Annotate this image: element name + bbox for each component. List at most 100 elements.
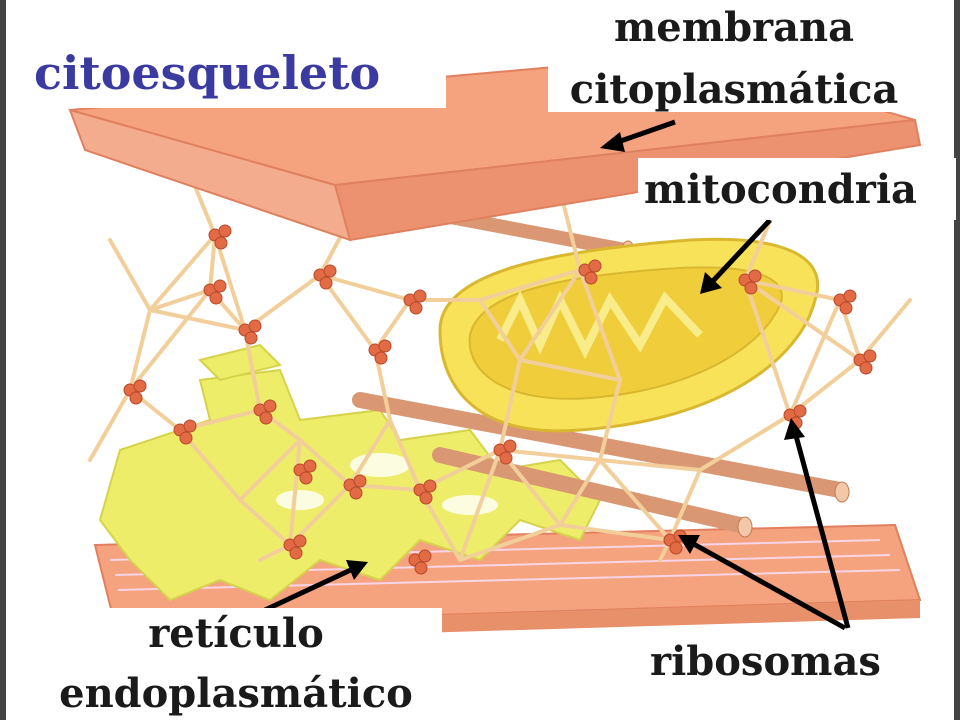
- filament-34: [238, 498, 292, 547]
- ribosome-cluster-14: [283, 534, 307, 560]
- ribosome: [299, 471, 313, 485]
- filament-1: [148, 233, 217, 312]
- ribosome-cluster-9: [123, 379, 147, 405]
- arrow-ribosome-2-head: [784, 418, 805, 440]
- ribosome: [218, 224, 232, 238]
- filament-45: [518, 358, 622, 382]
- filament-47: [148, 308, 247, 332]
- ribosome: [259, 411, 273, 425]
- ribosome: [129, 391, 143, 405]
- arrow-membrane-head: [600, 132, 625, 152]
- filament-11: [743, 278, 842, 302]
- filament-44: [598, 378, 622, 462]
- filament-41: [558, 523, 672, 542]
- ribosome: [244, 331, 258, 345]
- title-box: [22, 40, 446, 108]
- filament-46: [478, 298, 522, 362]
- ribosome: [303, 459, 317, 473]
- ribosome: [839, 301, 853, 315]
- ribosome: [263, 399, 277, 413]
- ribosome-cluster-19: [293, 459, 317, 485]
- arrow-er: [263, 565, 357, 613]
- arrow-ribosome-2: [792, 431, 851, 629]
- ribosome-cluster-12: [343, 474, 367, 500]
- ribosome: [503, 439, 517, 453]
- filament-43: [698, 413, 792, 472]
- ribosome: [744, 281, 758, 295]
- ribosome: [863, 349, 877, 363]
- arrow-ribosome-1: [688, 539, 847, 631]
- ribosome: [409, 301, 423, 315]
- filament-17: [148, 288, 212, 312]
- filament-12: [743, 278, 862, 362]
- ribosomes: [123, 224, 877, 575]
- ribosome-cluster-20: [408, 549, 432, 575]
- ribosome: [319, 276, 333, 290]
- arrows: [263, 119, 851, 631]
- filament-49: [598, 458, 702, 472]
- ribosome: [748, 269, 762, 283]
- filament-29: [298, 438, 352, 487]
- membrane-label-line1: membrana: [613, 4, 855, 51]
- ribosome: [214, 236, 228, 250]
- membrane-label: membrana citoplasmática: [548, 8, 920, 110]
- ribosome-cluster-3: [578, 259, 602, 285]
- filament-8: [478, 268, 582, 302]
- microtubules: [352, 208, 850, 538]
- er-label-box: [30, 608, 442, 720]
- ribosome: [349, 486, 363, 500]
- ribosome: [183, 419, 197, 433]
- ribosome: [179, 431, 193, 445]
- filament-15: [788, 298, 842, 417]
- filament-37: [558, 458, 602, 527]
- mitochondria-label: mitocondria: [644, 166, 917, 213]
- ribosome-cluster-7: [238, 319, 262, 345]
- arrow-ribosome-1-head: [678, 535, 700, 554]
- er-label: retículo endoplasmático: [30, 614, 442, 714]
- ribosome-cluster-1: [313, 264, 337, 290]
- arrow-mitochondria-head: [700, 272, 722, 294]
- side-panel-right: [954, 0, 960, 720]
- ribosome: [293, 534, 307, 548]
- ribosome-cluster-8: [368, 339, 392, 365]
- side-panel-left: [0, 0, 6, 720]
- ribosome-cluster-5: [833, 289, 857, 315]
- ribosome-cluster-2: [403, 289, 427, 315]
- ribosome: [213, 279, 227, 293]
- ribosome: [843, 289, 857, 303]
- ribosome: [859, 361, 873, 375]
- filament-36: [288, 438, 302, 547]
- ribosome: [419, 491, 433, 505]
- filament-10: [578, 268, 622, 382]
- filament-51: [458, 448, 502, 562]
- ribosome-cluster-17: [853, 349, 877, 375]
- ribosomes-label-box: [642, 636, 920, 698]
- ribosome-cluster-0: [208, 224, 232, 250]
- ribosome: [793, 404, 807, 418]
- filament-22: [128, 288, 212, 392]
- ribosome: [378, 339, 392, 353]
- ribosome: [248, 319, 262, 333]
- ribosome: [323, 264, 337, 278]
- filament-40: [598, 458, 672, 542]
- membrane-label-line2: citoplasmática: [569, 66, 899, 113]
- ribosome-cluster-10: [253, 399, 277, 425]
- ribosome-cluster-6: [203, 279, 227, 305]
- ribosome: [418, 549, 432, 563]
- ribosome: [289, 546, 303, 560]
- mitochondria-label-box: [638, 158, 956, 220]
- ribosome-cluster-4: [738, 269, 762, 295]
- membrane-label-box: [548, 0, 920, 112]
- ribosome: [353, 474, 367, 488]
- filament-0: [208, 233, 217, 292]
- arrow-mitochondria: [710, 218, 772, 284]
- ribosome-cluster-18: [173, 419, 197, 445]
- filament-13: [743, 278, 792, 417]
- filament-5: [318, 273, 412, 302]
- ribosome: [588, 259, 602, 273]
- ribosome-cluster-11: [493, 439, 517, 465]
- er-label-line1: retículo: [148, 610, 324, 657]
- filament-9: [518, 268, 582, 362]
- filament-anchor-4: [88, 388, 132, 462]
